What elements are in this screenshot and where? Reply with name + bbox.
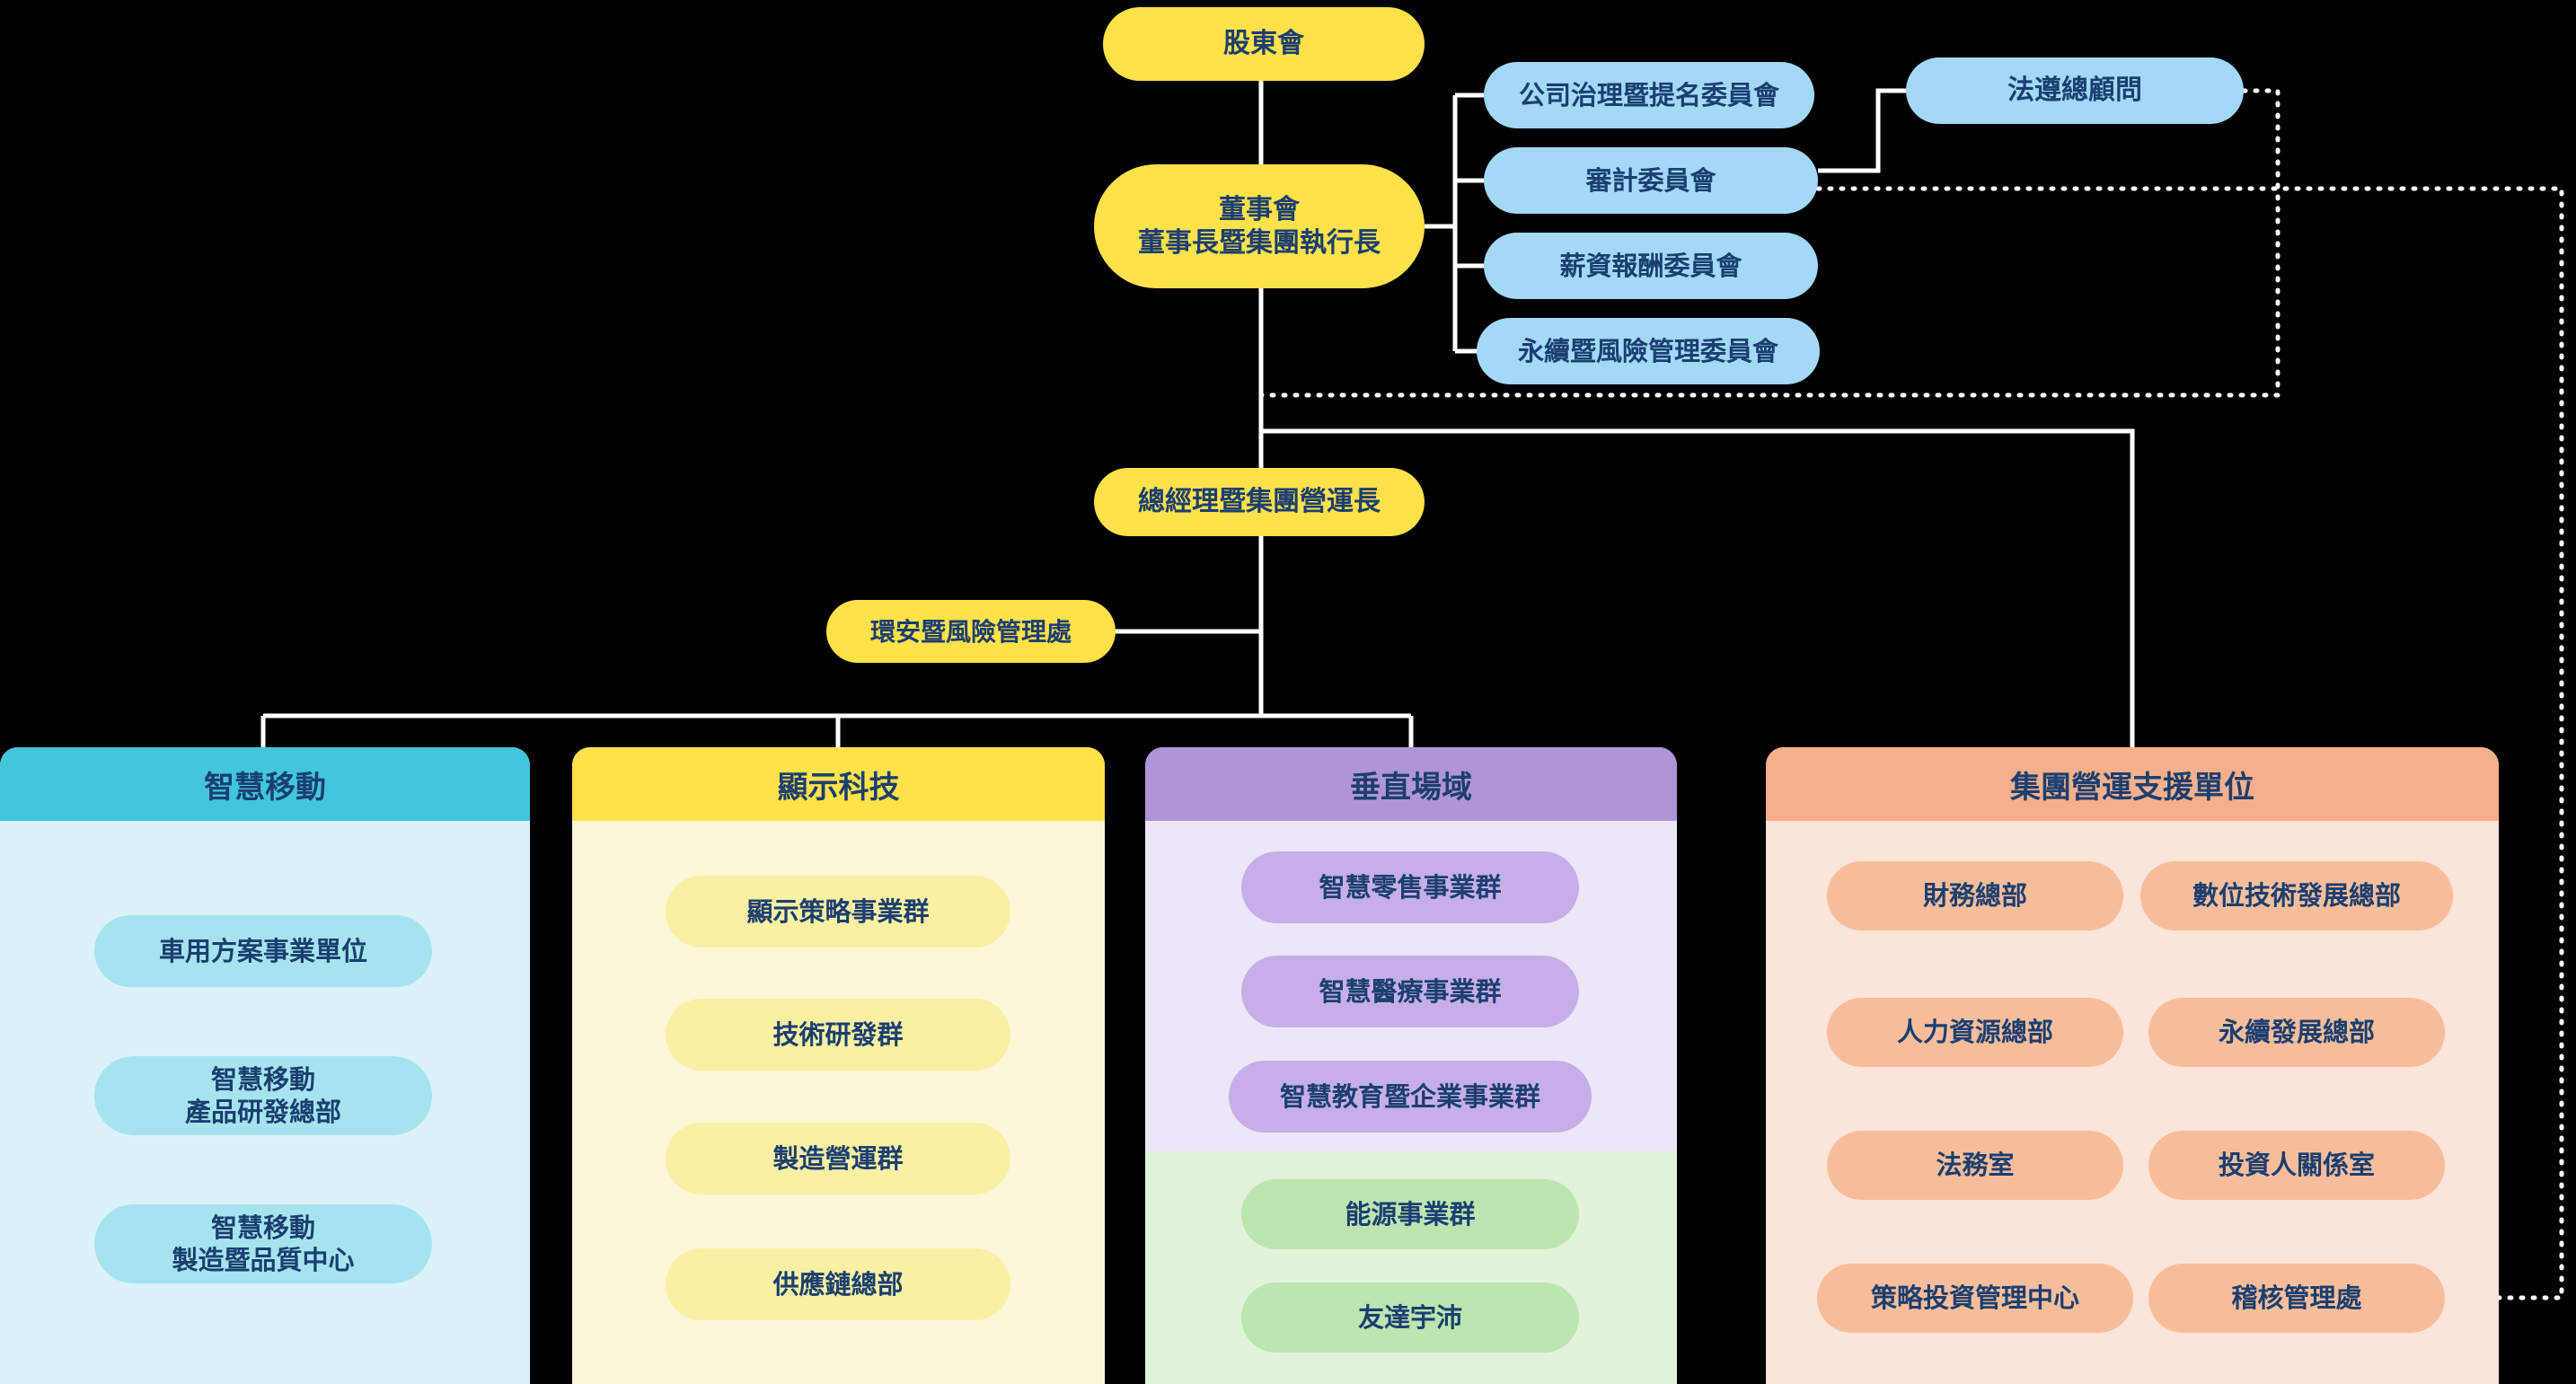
unit-smart-retail: 智慧零售事業群 [1241, 851, 1579, 923]
committee-sustainability-risk: 永續暨風險管理委員會 [1477, 318, 1820, 384]
group-operations-support: 集團營運支援單位 財務總部 數位技術發展總部 人力資源總部 永續發展總部 法務室… [1766, 747, 2499, 1384]
unit-human-resources-hq: 人力資源總部 [1827, 998, 2123, 1067]
unit-legal-office: 法務室 [1827, 1131, 2123, 1200]
unit-sustainability-hq: 永續發展總部 [2148, 998, 2445, 1067]
committee-corporate-governance-nomination: 公司治理暨提名委員會 [1484, 62, 1814, 128]
unit-smart-medical: 智慧醫療事業群 [1241, 956, 1579, 1027]
unit-manufacturing-operations: 製造營運群 [666, 1123, 1010, 1194]
unit-display-strategy: 顯示策略事業群 [666, 876, 1010, 948]
unit-mobility-manufacturing-quality: 智慧移動 製造暨品質中心 [94, 1204, 432, 1283]
group-vertical-domains: 垂直場域 智慧零售事業群 智慧醫療事業群 智慧教育暨企業事業群 能源事業群 友達… [1145, 747, 1677, 1384]
unit-digital-technology-hq: 數位技術發展總部 [2140, 861, 2453, 930]
president-coo-node: 總經理暨集團營運長 [1094, 468, 1425, 536]
unit-investor-relations: 投資人關係室 [2148, 1131, 2445, 1200]
unit-smart-education-enterprise: 智慧教育暨企業事業群 [1229, 1061, 1592, 1133]
group-display-technology-title: 顯示科技 [572, 747, 1105, 821]
group-operations-support-title: 集團營運支援單位 [1766, 747, 2499, 821]
unit-strategic-investment-center: 策略投資管理中心 [1817, 1264, 2133, 1333]
unit-audit-management-division: 稽核管理處 [2148, 1264, 2445, 1333]
committee-audit: 審計委員會 [1484, 147, 1818, 214]
unit-automotive-solution: 車用方案事業單位 [94, 915, 432, 987]
esh-risk-management-node: 環安暨風險管理處 [826, 600, 1116, 663]
unit-auo-envirotech: 友達宇沛 [1241, 1283, 1579, 1353]
unit-finance-hq: 財務總部 [1827, 861, 2123, 930]
line-distribution [260, 713, 1414, 747]
group-vertical-domains-title: 垂直場域 [1145, 747, 1677, 821]
chief-compliance-counsel-node: 法遵總顧問 [1906, 57, 2244, 124]
shareholders-meeting-node: 股東會 [1103, 7, 1425, 81]
unit-mobility-product-rnd: 智慧移動 產品研發總部 [94, 1056, 432, 1135]
group-smart-mobility: 智慧移動 車用方案事業單位 智慧移動 產品研發總部 智慧移動 製造暨品質中心 [0, 747, 530, 1384]
board-chairman-node: 董事會 董事長暨集團執行長 [1094, 164, 1425, 288]
committee-compensation: 薪資報酬委員會 [1484, 233, 1818, 299]
unit-energy: 能源事業群 [1241, 1179, 1579, 1249]
line-board-to-committees [1425, 93, 1484, 354]
unit-supply-chain: 供應鏈總部 [666, 1248, 1010, 1320]
unit-technology-rnd: 技術研發群 [666, 999, 1010, 1071]
dotted-compliance-to-board-line [1258, 88, 2280, 398]
group-smart-mobility-title: 智慧移動 [0, 747, 530, 821]
dotted-audit-committee-to-audit-division [1815, 186, 2564, 1300]
line-branch-to-support-units [1261, 428, 2135, 747]
group-display-technology: 顯示科技 顯示策略事業群 技術研發群 製造營運群 供應鏈總部 [572, 747, 1105, 1384]
line-audit-to-compliance [1818, 88, 1906, 173]
